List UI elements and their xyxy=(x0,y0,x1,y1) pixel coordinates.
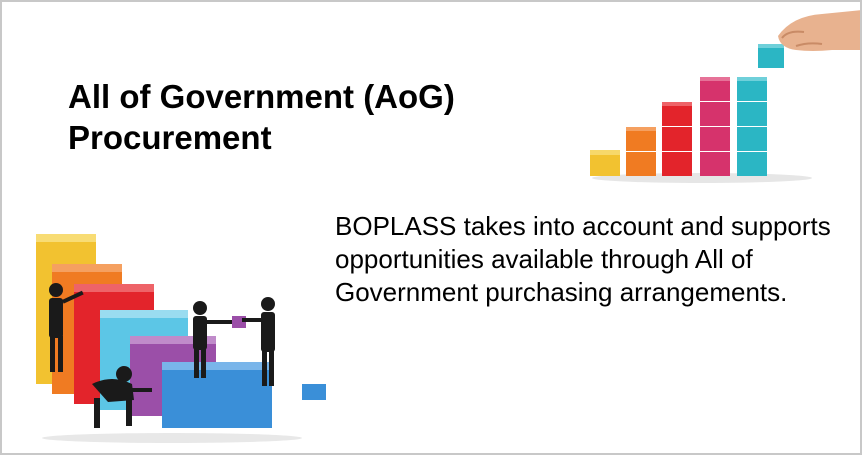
slide-title: All of Government (AoG) Procurement xyxy=(68,76,588,158)
body-text: BOPLASS takes into account and supports … xyxy=(335,211,831,307)
title-line-2: Procurement xyxy=(68,119,272,156)
ascending-blocks-image xyxy=(590,10,860,183)
title-line-1: All of Government (AoG) xyxy=(68,78,455,115)
business-steps-image xyxy=(36,234,326,443)
